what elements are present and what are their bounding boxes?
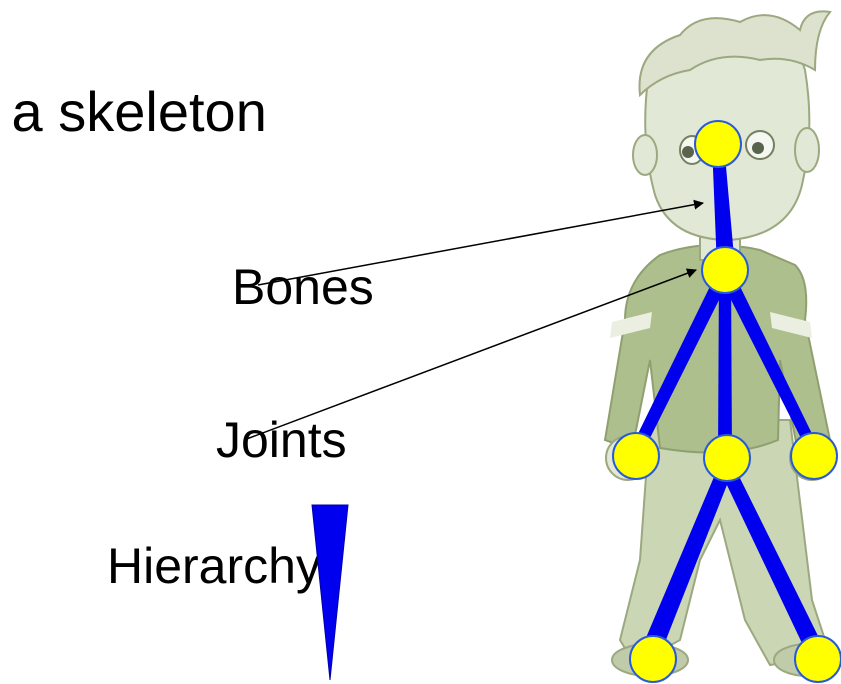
joint-left-hand	[613, 433, 659, 479]
joint-right-hand	[791, 433, 837, 479]
joint-chest	[702, 247, 748, 293]
joint-left-foot	[630, 636, 676, 682]
joint-head	[695, 121, 741, 167]
joint-hip	[704, 435, 750, 481]
figure-right-ear	[795, 128, 819, 172]
joint-right-foot	[795, 636, 841, 682]
hierarchy-wedge-icon	[312, 505, 348, 680]
figure-left-ear	[633, 135, 657, 175]
bones-arrow	[258, 203, 703, 285]
figure-left-pupil	[682, 146, 694, 158]
figure-right-pupil	[752, 142, 764, 154]
bone-spine	[718, 270, 732, 458]
